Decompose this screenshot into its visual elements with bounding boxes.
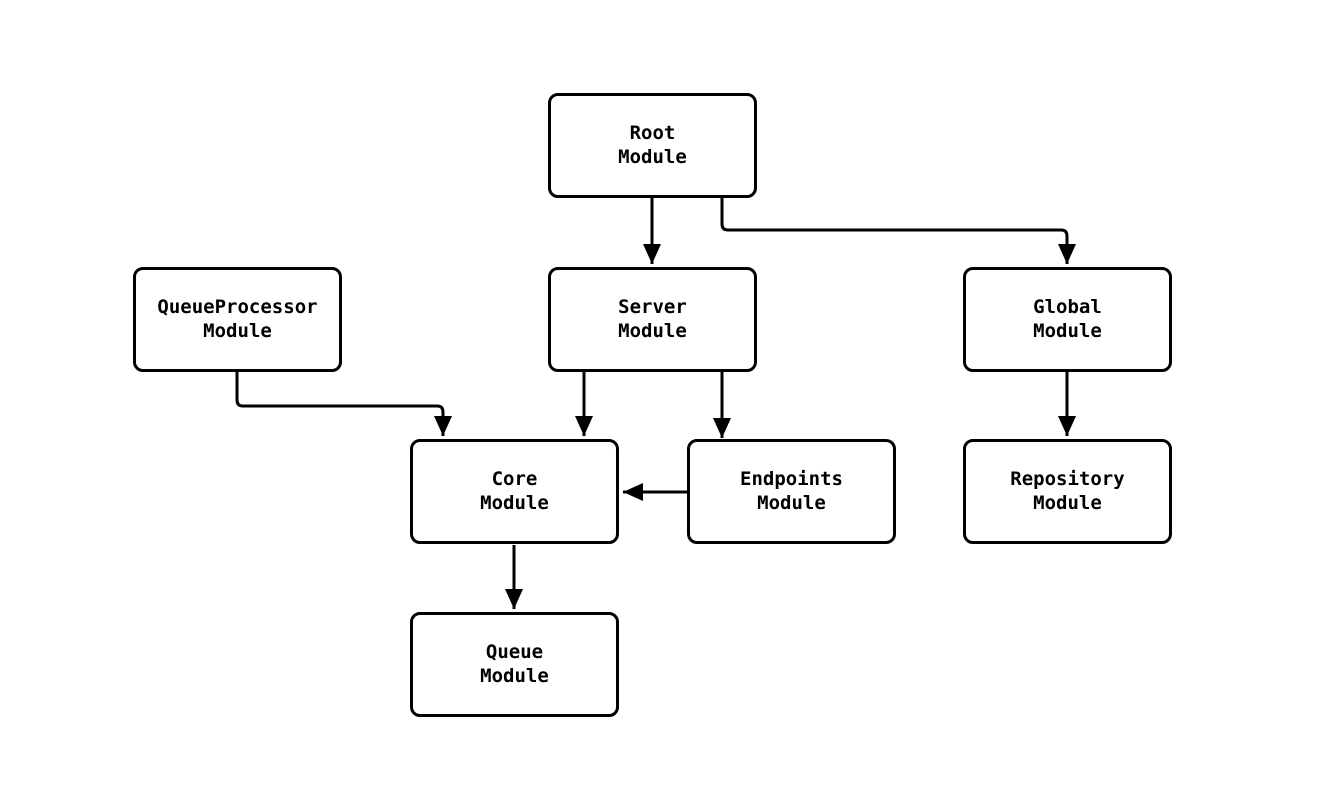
node-queue-module-label: Queue Module: [480, 641, 549, 687]
edge-queueprocessor-core: [235, 372, 452, 436]
node-repository-module: Repository Module: [963, 439, 1172, 544]
node-core-module: Core Module: [410, 439, 619, 544]
node-global-module: Global Module: [963, 267, 1172, 372]
node-global-module-label: Global Module: [1033, 296, 1102, 342]
node-core-module-label: Core Module: [480, 468, 549, 514]
node-root-module-label: Root Module: [618, 122, 687, 168]
node-repository-module-label: Repository Module: [1010, 468, 1125, 514]
node-server-module: Server Module: [548, 267, 757, 372]
node-root-module: Root Module: [548, 93, 757, 198]
node-queueprocessor-module: QueueProcessor Module: [133, 267, 342, 372]
node-endpoints-module: Endpoints Module: [687, 439, 896, 544]
edge-root-global: [720, 198, 1076, 264]
node-queueprocessor-module-label: QueueProcessor Module: [157, 296, 318, 342]
node-server-module-label: Server Module: [618, 296, 687, 342]
node-endpoints-module-label: Endpoints Module: [740, 468, 843, 514]
node-queue-module: Queue Module: [410, 612, 619, 717]
